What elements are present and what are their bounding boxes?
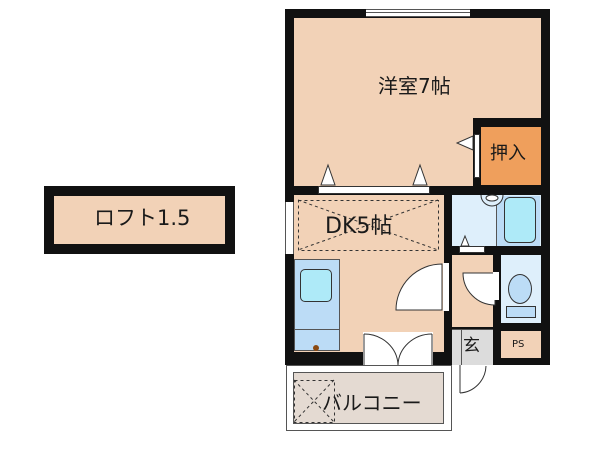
toilet-door-jamb xyxy=(493,272,499,300)
bath-door-arrow-icon xyxy=(460,234,470,247)
balcony-hatch-dashed-icon xyxy=(293,379,335,423)
toilet-door-swing-icon xyxy=(462,272,496,306)
loft-label: ロフト1.5 xyxy=(94,206,191,230)
sink xyxy=(300,269,332,302)
window-top-line xyxy=(366,12,470,13)
counter-divider xyxy=(294,329,340,330)
toilet-bowl-icon xyxy=(508,274,532,304)
bath-divider xyxy=(496,195,497,246)
bathtub-basin xyxy=(504,197,536,243)
balcony-double-door[interactable] xyxy=(363,332,433,365)
pipe-space xyxy=(501,331,541,358)
dk-door-swing-icon xyxy=(395,263,443,311)
dk-storage-dashed-icon xyxy=(297,199,439,251)
entrance-label: 玄 xyxy=(463,336,480,356)
stove-knob-icon xyxy=(313,345,319,351)
door-arrow-icon xyxy=(412,163,428,186)
closet xyxy=(481,127,541,185)
window-top xyxy=(366,9,470,17)
entrance xyxy=(452,329,493,365)
bathroom-door[interactable] xyxy=(459,246,485,253)
washbasin-icon xyxy=(480,194,504,207)
entrance-door[interactable] xyxy=(457,365,487,373)
balcony xyxy=(293,372,444,424)
entrance-step xyxy=(461,329,462,365)
closet-door-arrow-icon xyxy=(455,135,474,151)
loft-room xyxy=(54,196,225,244)
balcony-label: バルコニー xyxy=(322,391,422,415)
door-arrow-icon xyxy=(320,163,336,186)
toilet-tank-icon xyxy=(506,306,536,318)
pipe-space-label: PS xyxy=(512,339,525,350)
window-left xyxy=(285,202,294,254)
closet-door xyxy=(474,134,480,178)
western-room-label: 洋室7帖 xyxy=(378,74,451,98)
door-jamb xyxy=(443,263,449,311)
entrance-door-swing-icon xyxy=(459,365,487,394)
closet-label: 押入 xyxy=(490,143,526,164)
double-door-swing-icon xyxy=(363,333,433,366)
sliding-door[interactable] xyxy=(318,186,430,194)
dk-label: DK5帖 xyxy=(325,214,393,239)
